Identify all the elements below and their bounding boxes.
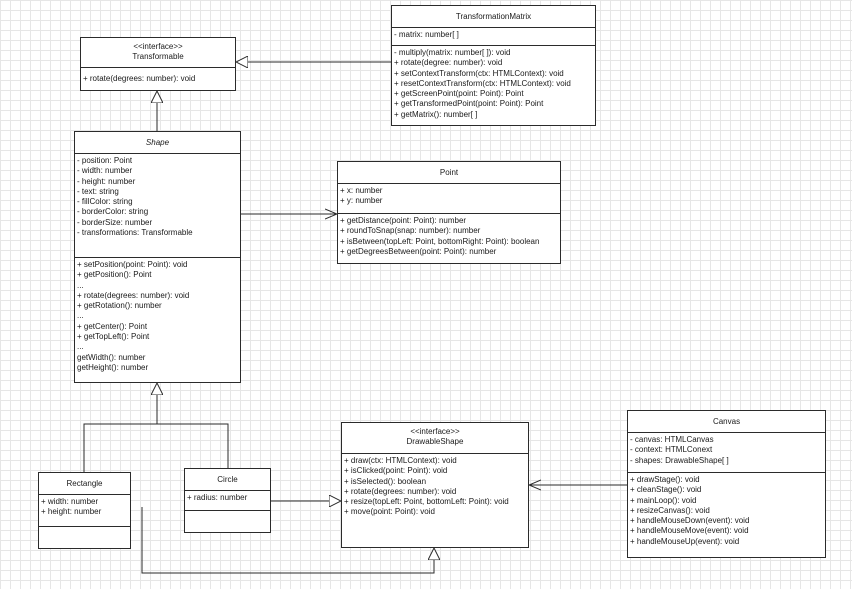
method: + setPosition(point: Point): void [77,260,188,269]
attributes-section: + radius: number [185,491,270,511]
method: + getScreenPoint(point: Point): Point [394,89,524,99]
class-canvas[interactable]: Canvas - canvas: HTMLCanvas - context: H… [627,410,826,558]
method: + rotate(degree: number): void [394,58,503,68]
attributes-section: - position: Point - width: number - heig… [75,154,240,258]
attributes-section: - matrix: number[ ] [392,28,595,46]
class-name: Canvas [712,417,741,426]
attribute: - position: Point [77,156,133,165]
class-transformation-matrix[interactable]: TransformationMatrix - matrix: number[ ]… [391,5,596,126]
method: + rotate(degrees: number): void [83,74,196,83]
method: + resetContextTransform(ctx: HTMLContext… [394,78,571,88]
method: + rotate(degrees: number): void [77,290,190,300]
method: + isClicked(point: Point): void [344,466,448,476]
method-ellipsis: ... [77,280,84,290]
methods-section: + rotate(degrees: number): void [81,68,235,86]
class-rectangle[interactable]: Rectangle + width: number + height: numb… [38,472,131,549]
methods-section [39,527,130,531]
class-header: Canvas [628,411,825,433]
attribute: + x: number [340,186,383,195]
method: + getDegreesBetween(point: Point): numbe… [340,246,497,256]
stereotype-label: <<interface>> [133,42,183,51]
methods-section: - multiply(matrix: number[ ]): void + ro… [392,46,595,122]
method: - multiply(matrix: number[ ]): void [394,48,511,57]
method-ellipsis: ... [77,311,84,321]
class-name: Transformable [132,52,184,62]
class-header: Point [338,162,560,184]
attributes-section: + x: number + y: number [338,184,560,214]
method: + cleanStage(): void [630,485,702,495]
method: + resize(topLeft: Point, bottomLeft: Poi… [344,497,509,507]
class-header: Shape [75,132,240,154]
attribute: + width: number [41,497,99,506]
method: + getDistance(point: Point): number [340,216,467,225]
method: + resizeCanvas(): void [630,505,710,515]
class-point[interactable]: Point + x: number + y: number + getDista… [337,161,561,264]
class-drawable-shape[interactable]: <<interface>> DrawableShape + draw(ctx: … [341,422,529,548]
attribute: + radius: number [187,493,248,502]
class-name: Circle [217,475,238,484]
method: + handleMouseUp(event): void [630,536,740,546]
class-header: TransformationMatrix [392,6,595,28]
class-name: DrawableShape [406,437,464,447]
attribute: - text: string [77,186,119,196]
generalization-branch [83,423,229,472]
method: + handleMouseDown(event): void [630,516,750,526]
method: + roundToSnap(snap: number): number [340,226,481,236]
attribute: - borderColor: string [77,207,149,217]
class-transformable[interactable]: <<interface>> Transformable + rotate(deg… [80,37,236,91]
method: getHeight(): number [77,362,149,372]
class-circle[interactable]: Circle + radius: number [184,468,271,533]
attribute: + height: number [41,507,102,517]
methods-section [185,511,270,515]
attributes-section: + width: number + height: number [39,495,130,527]
attribute: - fillColor: string [77,197,133,207]
class-name: Shape [145,138,170,147]
stereotype-label: <<interface>> [410,427,460,436]
method-ellipsis: ... [77,342,84,352]
method: + mainLoop(): void [630,495,697,505]
method: + getTopLeft(): Point [77,332,150,342]
attributes-section: - canvas: HTMLCanvas - context: HTMLCone… [628,433,825,473]
class-header: <<interface>> Transformable [81,38,235,68]
attribute: - height: number [77,176,136,186]
class-name: Rectangle [66,479,103,488]
attribute: - matrix: number[ ] [394,30,459,39]
methods-section: + drawStage(): void + cleanStage(): void… [628,473,825,549]
class-name: TransformationMatrix [455,12,532,21]
attribute: - canvas: HTMLCanvas [630,435,714,444]
methods-section: + draw(ctx: HTMLContext): void + isClick… [342,454,528,520]
attribute: - transformations: Transformable [77,228,193,238]
class-header: <<interface>> DrawableShape [342,423,528,454]
methods-section: + setPosition(point: Point): void + getP… [75,258,240,375]
method: + rotate(degrees: number): void [344,486,457,496]
methods-section: + getDistance(point: Point): number + ro… [338,214,560,259]
class-shape[interactable]: Shape - position: Point - width: number … [74,131,241,383]
method: getWidth(): number [77,352,146,362]
class-header: Rectangle [39,473,130,495]
method: + handleMouseMove(event): void [630,526,749,536]
attribute: - width: number [77,166,133,176]
attribute: - context: HTMLConext [630,445,713,455]
class-header: Circle [185,469,270,491]
method: + isSelected(): boolean [344,476,427,486]
method: + drawStage(): void [630,475,700,484]
method: + isBetween(topLeft: Point, bottomRight:… [340,236,540,246]
method: + getCenter(): Point [77,321,148,331]
attribute: + y: number [340,196,383,206]
class-name: Point [439,168,459,177]
method: + getTransformedPoint(point: Point): Poi… [394,99,544,109]
method: + getMatrix(): number[ ] [394,109,478,119]
method: + setContextTransform(ctx: HTMLContext):… [394,68,564,78]
method: + getRotation(): number [77,301,162,311]
realization-rectangle-drawable [141,507,434,574]
attribute: - shapes: DrawableShape[ ] [630,455,729,465]
method: + draw(ctx: HTMLContext): void [344,456,457,465]
method: + getPosition(): Point [77,270,152,280]
attribute: - borderSize: number [77,217,153,227]
method: + move(point: Point): void [344,507,435,517]
